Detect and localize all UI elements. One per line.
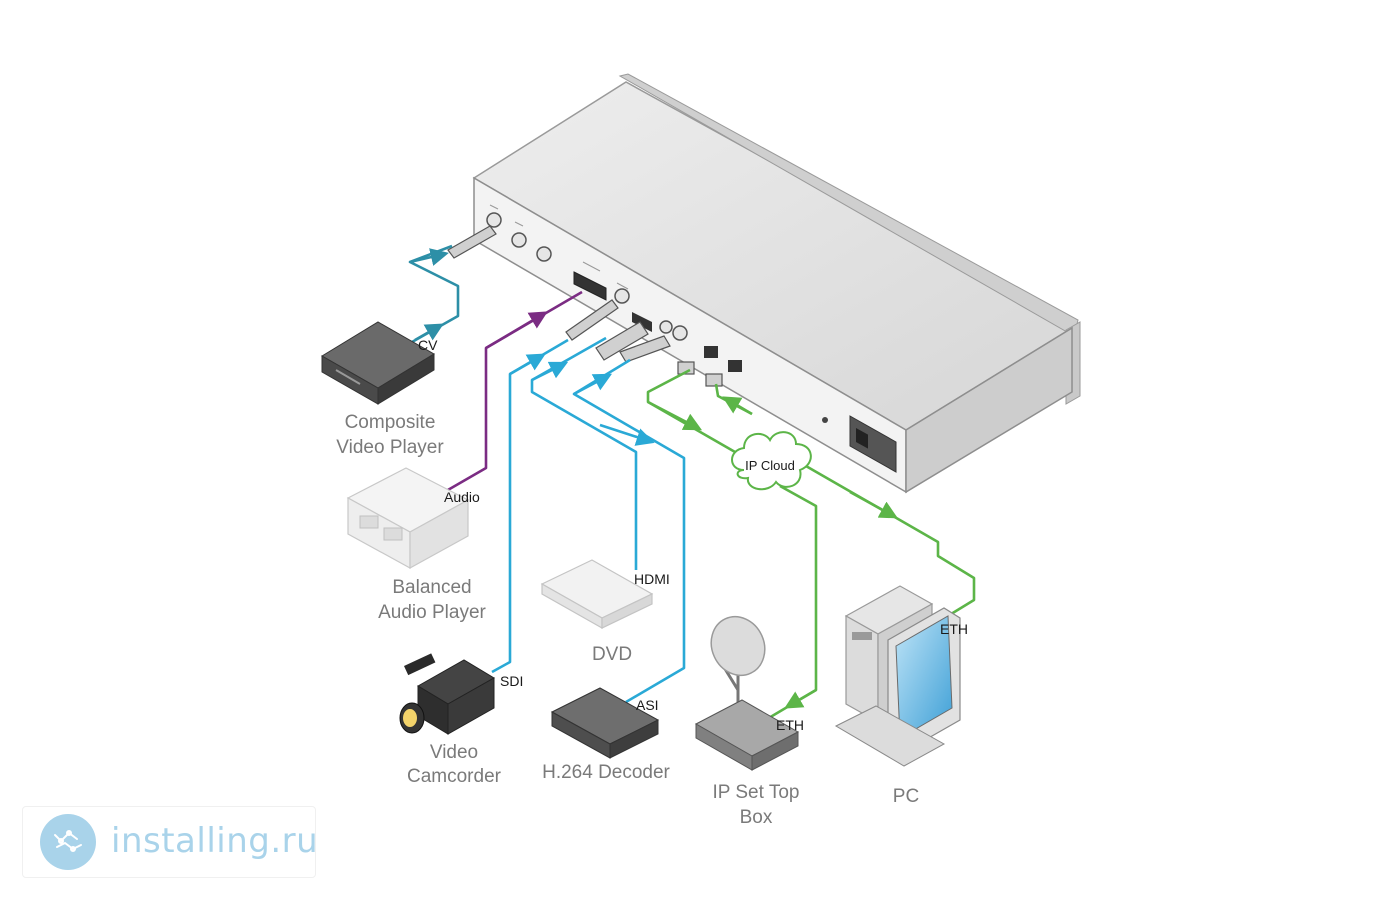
wire-label-eth-pc: ETH (940, 621, 968, 637)
h264-decoder (550, 687, 660, 759)
pc-computer (834, 585, 961, 767)
balanced-label-1: Balanced (392, 577, 471, 598)
watermark-text: installing.ru (111, 821, 319, 861)
balanced-audio-player (346, 467, 470, 570)
video-camcorder (399, 653, 495, 735)
wire-sdi (491, 338, 569, 674)
installing-logo-icon (40, 814, 96, 870)
dvd-player (540, 559, 654, 630)
bnc-connectors (486, 212, 688, 341)
camcorder-label-2: Camcorder (407, 766, 502, 787)
composite-label-1: Composite (345, 412, 436, 433)
pc-label: PC (893, 786, 919, 807)
wire-label-eth-settop: ETH (776, 717, 804, 733)
camcorder-label-1: Video (430, 742, 478, 763)
wire-label-cv: CV (418, 337, 438, 353)
decoder-label: H.264 Decoder (542, 762, 670, 783)
wire-label-asi: ASI (636, 697, 659, 713)
wire-label-hdmi: HDMI (634, 571, 670, 587)
ip-cloud: IP Cloud (731, 431, 812, 491)
cloud-label: IP Cloud (745, 458, 795, 473)
main-unit (447, 73, 1081, 494)
settop-label-2: Box (740, 807, 773, 828)
wire-audio (433, 290, 583, 500)
dvd-label: DVD (592, 644, 632, 665)
wire-label-sdi: SDI (500, 673, 523, 689)
wire-eth-pc (791, 456, 976, 624)
composite-video-player (321, 321, 435, 405)
settop-label-1: IP Set Top (713, 782, 800, 803)
watermark: installing.ru (22, 806, 319, 878)
wires (408, 244, 976, 724)
balanced-label-2: Audio Player (378, 602, 486, 623)
wire-label-audio: Audio (444, 489, 480, 505)
ip-set-top-box (694, 615, 800, 771)
wire-eth-settop (761, 484, 818, 724)
composite-label-2: Video Player (336, 437, 444, 458)
